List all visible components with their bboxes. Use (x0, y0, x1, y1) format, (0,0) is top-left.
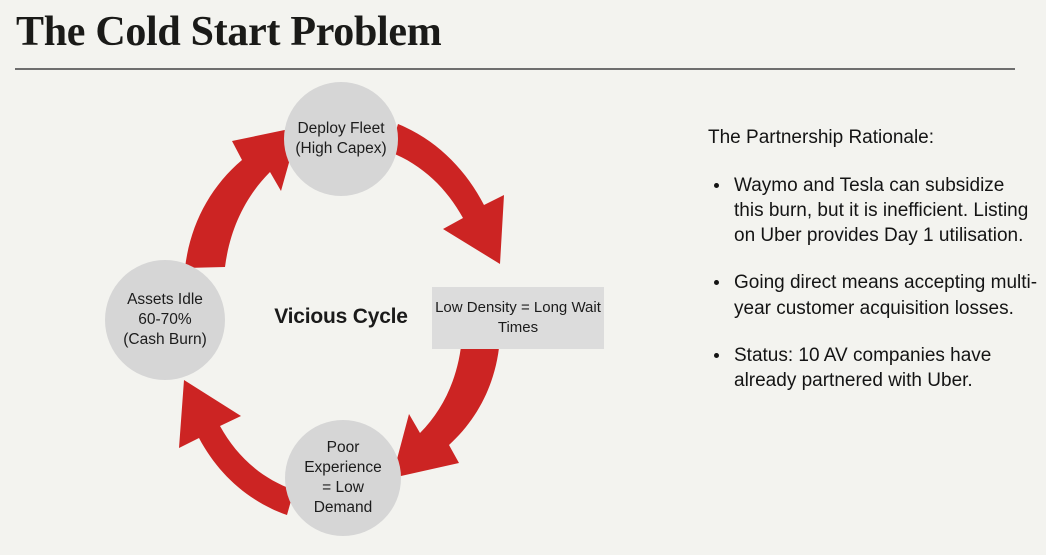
arrow-density-to-experience (392, 336, 500, 478)
list-item: Status: 10 AV companies have already par… (708, 343, 1038, 394)
cycle-center-label: Vicious Cycle (274, 305, 408, 328)
bullet-text: Status: 10 AV companies have already par… (734, 345, 992, 392)
list-item: Waymo and Tesla can subsidize this burn,… (708, 173, 1038, 249)
node-assets-idle-line3: (Cash Burn) (123, 330, 207, 348)
bullet-dot-icon (714, 353, 719, 359)
node-poor-experience-line3: = Low (322, 479, 364, 496)
list-item: Going direct means accepting multi-year … (708, 270, 1038, 321)
bullet-text: Going direct means accepting multi-year … (734, 272, 1038, 319)
title-divider (15, 68, 1015, 70)
vicious-cycle-diagram: Deploy Fleet (High Capex) Assets Idle 60… (0, 78, 660, 555)
partnership-rationale-panel: The Partnership Rationale: Waymo and Tes… (708, 126, 1038, 394)
bullet-dot-icon (714, 182, 719, 188)
node-poor-experience-line1: Poor (326, 439, 360, 457)
page-title: The Cold Start Problem (16, 9, 442, 55)
node-poor-experience-line2: Experience (304, 459, 382, 477)
node-deploy-fleet-line1: Deploy Fleet (297, 120, 385, 138)
arrow-assets-to-deploy (185, 127, 299, 268)
node-low-density[interactable]: Low Density = Long Wait Times (432, 287, 604, 349)
arrow-deploy-to-density (390, 124, 504, 264)
bullet-text: Waymo and Tesla can subsidize this burn,… (734, 174, 1029, 247)
node-deploy-fleet-line2: (High Capex) (295, 140, 387, 157)
node-low-density-line1: Low Density = (435, 298, 530, 316)
rationale-bullet-list: Waymo and Tesla can subsidize this burn,… (708, 173, 1038, 394)
node-deploy-fleet[interactable]: Deploy Fleet (High Capex) (284, 82, 398, 196)
node-assets-idle[interactable]: Assets Idle 60-70% (Cash Burn) (105, 260, 225, 380)
bullet-dot-icon (714, 280, 719, 286)
panel-heading: The Partnership Rationale: (708, 127, 935, 148)
cycle-arrows-svg (179, 124, 504, 515)
node-poor-experience[interactable]: Poor Experience = Low Demand (285, 420, 401, 536)
node-assets-idle-line1: Assets Idle (127, 291, 203, 309)
arrow-experience-to-assets (179, 380, 294, 515)
node-assets-idle-line2: 60-70% (138, 311, 192, 329)
node-poor-experience-line4: Demand (313, 498, 373, 516)
node-low-density-line2: Long Wait Times (497, 298, 601, 336)
